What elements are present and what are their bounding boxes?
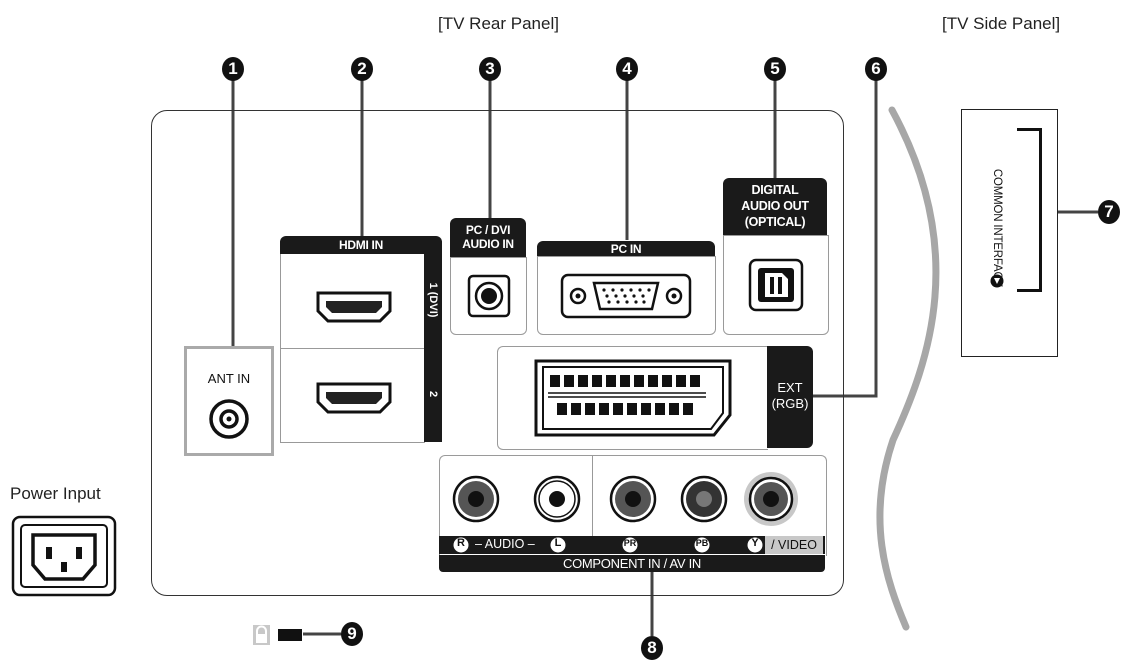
hdmi-number-strip bbox=[424, 254, 442, 442]
callout-7: 7 bbox=[1098, 200, 1120, 224]
power-socket-icon bbox=[11, 515, 117, 597]
callout-9: 9 bbox=[341, 622, 363, 646]
scart-connector-icon bbox=[534, 359, 732, 437]
callout-5: 5 bbox=[764, 57, 786, 81]
ci-card-slot bbox=[1017, 128, 1042, 292]
coax-connector-icon bbox=[209, 399, 249, 439]
ant-in-label: ANT IN bbox=[207, 371, 251, 386]
ext-line1: EXT bbox=[777, 380, 803, 395]
pc-dvi-audio-in-label: PC / DVI AUDIO IN bbox=[450, 218, 526, 258]
digital-line3: (OPTICAL) bbox=[744, 215, 806, 229]
pc-dvi-audio-line2: AUDIO IN bbox=[462, 237, 514, 251]
vga-connector-icon bbox=[560, 273, 692, 319]
pr-jack-icon bbox=[609, 475, 657, 523]
y-label: Y bbox=[751, 537, 759, 549]
pr-label: PR bbox=[623, 538, 637, 548]
rear-panel-header: [TV Rear Panel] bbox=[438, 14, 559, 33]
rear-panel bbox=[151, 110, 844, 596]
hdmi-in-label: HDMI IN bbox=[280, 236, 442, 254]
digital-line1: DIGITAL bbox=[751, 183, 799, 197]
r-circle-icon bbox=[453, 537, 469, 553]
ant-in-port-box: ANT IN bbox=[184, 346, 274, 456]
pr-circle-icon bbox=[622, 537, 638, 553]
callout-3: 3 bbox=[479, 57, 501, 81]
rca-jacks bbox=[452, 472, 798, 526]
callout-2: 2 bbox=[351, 57, 373, 81]
audio-r-label: R bbox=[457, 537, 465, 549]
pc-dvi-audio-in-box bbox=[450, 257, 527, 335]
hdmi-divider bbox=[280, 348, 424, 349]
audio-l-label: L bbox=[554, 537, 562, 549]
jack-label-strip: R – AUDIO – L PR PB Y / VIDEO bbox=[439, 536, 825, 554]
audio-l-jack-icon bbox=[533, 475, 581, 523]
callout-6: 6 bbox=[865, 57, 887, 81]
ext-rgb-label: EXT (RGB) bbox=[767, 346, 813, 448]
digital-audio-out-box bbox=[723, 235, 829, 335]
kensington-lock-icon bbox=[253, 625, 302, 645]
audio-jack-icon bbox=[467, 274, 511, 318]
audio-r-jack-icon bbox=[452, 475, 500, 523]
digital-line2: AUDIO OUT bbox=[741, 199, 809, 213]
ext-line2: (RGB) bbox=[771, 396, 809, 411]
side-panel-curve bbox=[876, 106, 940, 631]
callout-4: 4 bbox=[616, 57, 638, 81]
callout-1: 1 bbox=[222, 57, 244, 81]
component-divider bbox=[592, 456, 593, 536]
pc-in-label: PC IN bbox=[537, 241, 715, 257]
pb-jack-icon bbox=[680, 475, 728, 523]
l-circle-icon bbox=[550, 537, 566, 553]
leader-line-6 bbox=[812, 78, 878, 398]
pc-dvi-audio-line1: PC / DVI bbox=[465, 223, 511, 237]
ext-rgb-box bbox=[497, 346, 768, 450]
pb-label: PB bbox=[695, 538, 709, 548]
digital-audio-out-label: DIGITAL AUDIO OUT (OPTICAL) bbox=[723, 178, 827, 236]
common-interface-label: COMMON INTERFACE bbox=[991, 168, 1003, 288]
side-panel-header: [TV Side Panel] bbox=[942, 14, 1061, 33]
video-label: / VIDEO bbox=[765, 536, 823, 554]
hdmi-2-label: 2 bbox=[427, 390, 439, 398]
hdmi-2-connector-icon bbox=[316, 382, 392, 414]
y-video-jack-icon bbox=[744, 472, 798, 526]
y-circle-icon bbox=[747, 537, 763, 553]
component-in-av-in-label: COMPONENT IN / AV IN bbox=[439, 555, 825, 572]
pb-circle-icon bbox=[694, 537, 710, 553]
hdmi-1-label: 1 (DVI) bbox=[427, 282, 439, 318]
arrow-right-icon bbox=[990, 274, 1004, 288]
optical-connector-icon bbox=[748, 258, 804, 312]
power-input-label: Power Input bbox=[10, 484, 101, 503]
common-interface-panel: COMMON INTERFACE bbox=[961, 109, 1058, 357]
pc-in-box bbox=[537, 256, 716, 335]
callout-8: 8 bbox=[641, 636, 663, 660]
hdmi-1-connector-icon bbox=[316, 291, 392, 323]
audio-label: – AUDIO – bbox=[475, 537, 535, 551]
